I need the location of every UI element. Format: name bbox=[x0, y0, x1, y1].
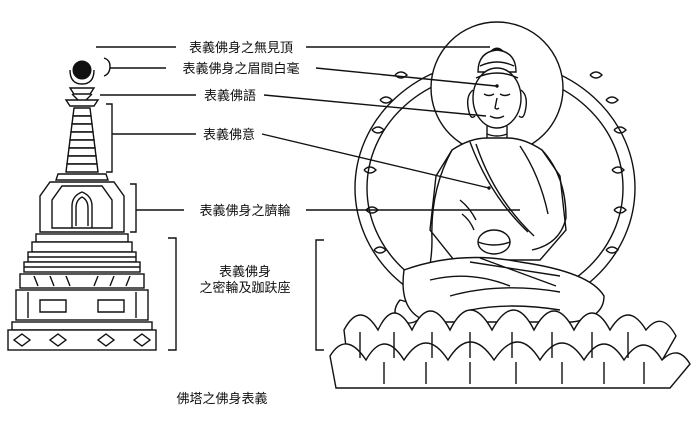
label-mind: 表義佛意 bbox=[203, 127, 255, 143]
bracket-jewel bbox=[103, 57, 111, 77]
bracket-dome bbox=[130, 183, 137, 233]
buddha-head bbox=[466, 47, 528, 129]
stupa-steps bbox=[23, 233, 141, 273]
label-urna: 表義佛身之眉間白毫 bbox=[182, 61, 299, 77]
stupa-base bbox=[7, 273, 157, 351]
leader-urna-buddha bbox=[315, 67, 497, 87]
label-navel: 表義佛身之臍輪 bbox=[199, 203, 290, 219]
label-crown: 表義佛身之無見頂 bbox=[189, 40, 293, 56]
stupa-jewel bbox=[72, 60, 92, 80]
labels: 表義佛身之無見頂 表義佛身之眉間白毫 表義佛語 表義佛意 表義佛身之臍輪 表義佛… bbox=[176, 40, 299, 407]
alms-bowl bbox=[477, 229, 511, 255]
leader-speech-buddha bbox=[263, 94, 487, 117]
bracket-base bbox=[168, 237, 177, 351]
buddha-illustration bbox=[329, 21, 691, 389]
label-secret-line2: 之密輪及跏趺座 bbox=[199, 280, 290, 296]
leader-mind-buddha bbox=[261, 133, 490, 189]
label-speech: 表義佛語 bbox=[204, 88, 256, 104]
buddha-body bbox=[394, 137, 567, 324]
lotus-seat bbox=[329, 309, 691, 389]
stupa-spire bbox=[65, 107, 99, 173]
bracket-seat bbox=[315, 239, 324, 351]
stupa-finial bbox=[68, 87, 96, 95]
stupa-parasol bbox=[64, 99, 100, 107]
figure-caption: 佛塔之佛身表義 bbox=[176, 391, 267, 407]
bracket-spire bbox=[106, 103, 113, 173]
leader-lines bbox=[96, 46, 520, 351]
buddha-legs bbox=[402, 256, 605, 323]
stupa-dome bbox=[39, 181, 125, 233]
label-secret-line1: 表義佛身 bbox=[219, 264, 271, 280]
stupa-illustration bbox=[7, 60, 157, 351]
